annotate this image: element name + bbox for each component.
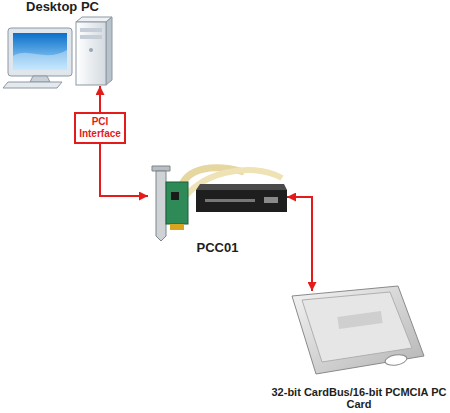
device-label: Desktop PC xyxy=(26,0,99,15)
tower-side xyxy=(106,17,112,85)
board-chip xyxy=(171,192,179,200)
card-body xyxy=(292,286,424,374)
keyboard xyxy=(3,82,62,88)
drive-slot xyxy=(80,35,102,39)
power-button xyxy=(89,48,93,52)
eject-button xyxy=(264,197,278,203)
monitor-screen xyxy=(13,33,67,70)
monitor-stand xyxy=(30,76,50,82)
screen-wave xyxy=(13,50,67,70)
device-node: PCC01 xyxy=(148,160,287,256)
pci-bracket xyxy=(156,171,166,241)
device-node: Desktop PC xyxy=(5,0,120,86)
tower-front xyxy=(76,22,106,85)
pcc01-illustration xyxy=(152,166,287,241)
pc-card-illustration xyxy=(292,286,424,374)
drive-slot xyxy=(80,28,102,32)
desktop-pc-illustration xyxy=(3,17,112,88)
interface-label-box: PCI Interface xyxy=(74,112,126,144)
drive-top xyxy=(196,184,287,190)
card-sticker xyxy=(337,311,382,329)
connector-arrow xyxy=(287,197,312,291)
device-label: 32-bit CardBus/16-bit PCMCIA PC Card xyxy=(270,386,448,411)
device-label: PCC01 xyxy=(197,241,239,256)
bracket-tab xyxy=(152,166,170,171)
pci-board xyxy=(166,182,188,224)
card-notch xyxy=(384,353,407,367)
monitor-frame xyxy=(8,28,72,76)
drive-front xyxy=(196,190,287,212)
device-node: 32-bit CardBus/16-bit PCMCIA PC Card xyxy=(270,291,448,411)
card-slot xyxy=(205,199,255,202)
interface-label: PCI Interface xyxy=(77,116,123,140)
card-panel xyxy=(302,292,412,362)
gold-fingers xyxy=(170,224,184,230)
